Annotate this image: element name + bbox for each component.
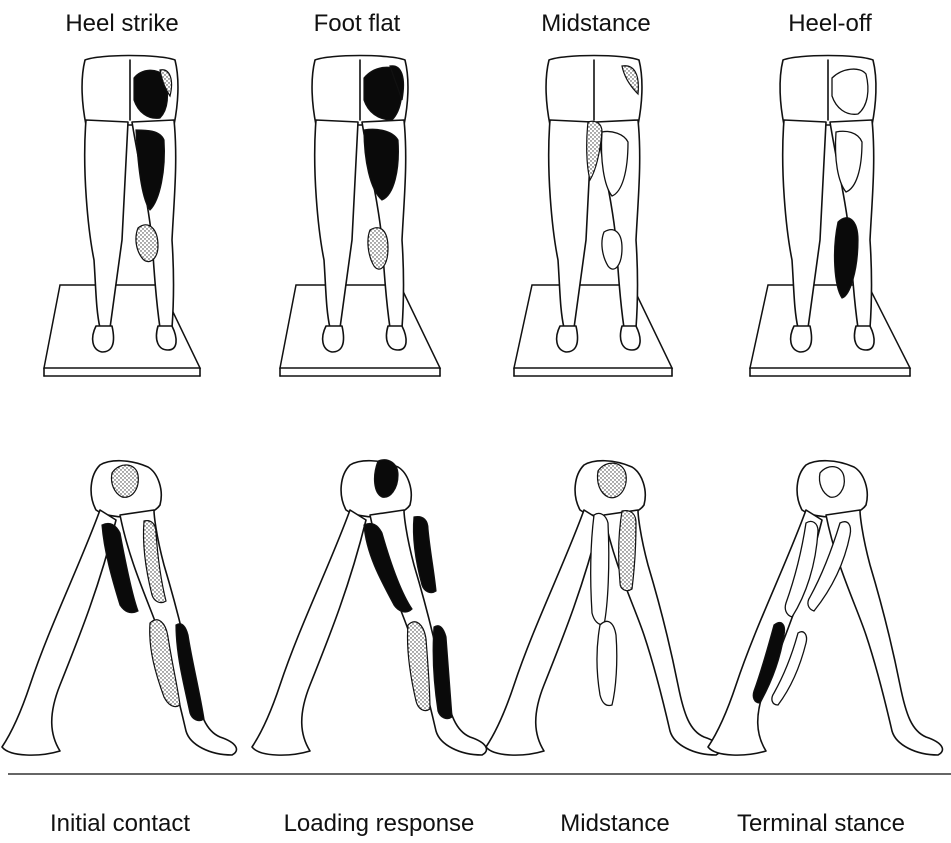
gluteus-medius-side: [111, 465, 138, 497]
platform-4: [750, 285, 910, 376]
platform-2: [280, 285, 440, 376]
figure-terminal-stance-side: [708, 461, 942, 755]
phase-label-initial-contact: Initial contact: [0, 810, 240, 838]
gastrocnemius: [602, 230, 622, 269]
phase-label-loading-response: Loading response: [259, 810, 499, 838]
quadriceps: [591, 513, 609, 625]
figure-loading-response-side: [252, 460, 486, 755]
hamstrings-side: [619, 511, 636, 591]
gluteus-medius-side: [597, 463, 626, 498]
adductor: [587, 121, 602, 180]
gastrocnemius: [136, 225, 158, 262]
phase-label-midstance-bottom: Midstance: [495, 810, 735, 838]
gastrocnemius: [368, 228, 388, 269]
phase-label-terminal-stance: Terminal stance: [701, 810, 941, 838]
figure-midstance-side: [486, 461, 720, 755]
figure-initial-contact-side: [2, 461, 236, 755]
platform-3: [514, 285, 672, 376]
platform-1: [44, 285, 200, 376]
gastrocnemius-side: [597, 621, 617, 705]
